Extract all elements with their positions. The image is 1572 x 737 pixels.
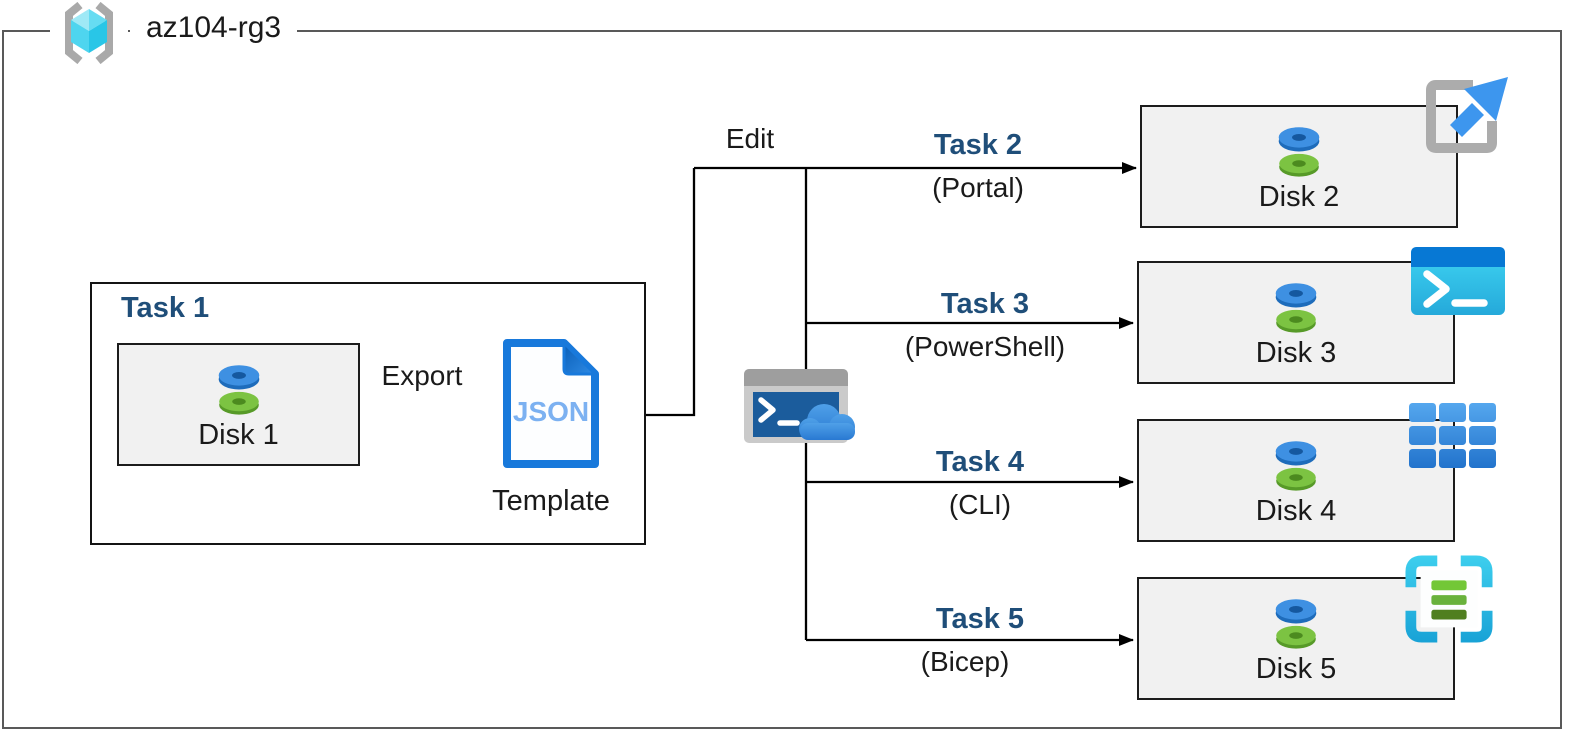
disk-1-label: Disk 1 [198,419,279,451]
resource-group-icon [50,1,128,69]
disk-5-label: Disk 5 [1255,653,1337,685]
bicep-template-icon [1405,555,1493,648]
cli-icon [1409,403,1496,473]
powershell-icon [1411,247,1505,320]
disk-2-label: Disk 2 [1258,181,1340,213]
edit-connector [646,168,696,417]
disk-icon [1275,283,1317,333]
disk-icon [1275,599,1317,649]
disk-5-box: Disk 5 [1137,577,1455,700]
template-label: Template [492,485,610,517]
disk-1-box: Disk 1 [117,343,360,466]
disk-icon [218,365,259,415]
task4-title: Task 4 [935,446,1025,478]
task4-method: (CLI) [948,489,1012,520]
edit-label: Edit [725,123,775,154]
disk-3-label: Disk 3 [1255,337,1337,369]
task3-title: Task 3 [940,288,1030,320]
resource-group-label: az104-rg3 [130,11,298,46]
task2-title: Task 2 [933,129,1023,161]
task5-method: (Bicep) [920,646,1010,677]
export-label: Export [381,360,463,391]
task1-title: Task 1 [121,292,210,324]
disk-icon [1278,127,1320,177]
disk-2-box: Disk 2 [1140,105,1458,228]
task2-method: (Portal) [932,172,1024,203]
json-template-icon: JSON [492,337,610,475]
cloud-shell-icon [744,365,857,452]
disk-3-box: Disk 3 [1137,261,1455,384]
disk-4-box: Disk 4 [1137,419,1455,542]
task5-title: Task 5 [935,603,1025,635]
task3-method: (PowerShell) [904,331,1066,362]
disk-4-label: Disk 4 [1255,495,1337,527]
disk-icon [1275,441,1317,491]
json-icon-text: JSON [513,396,589,427]
azure-portal-icon [1416,68,1512,163]
